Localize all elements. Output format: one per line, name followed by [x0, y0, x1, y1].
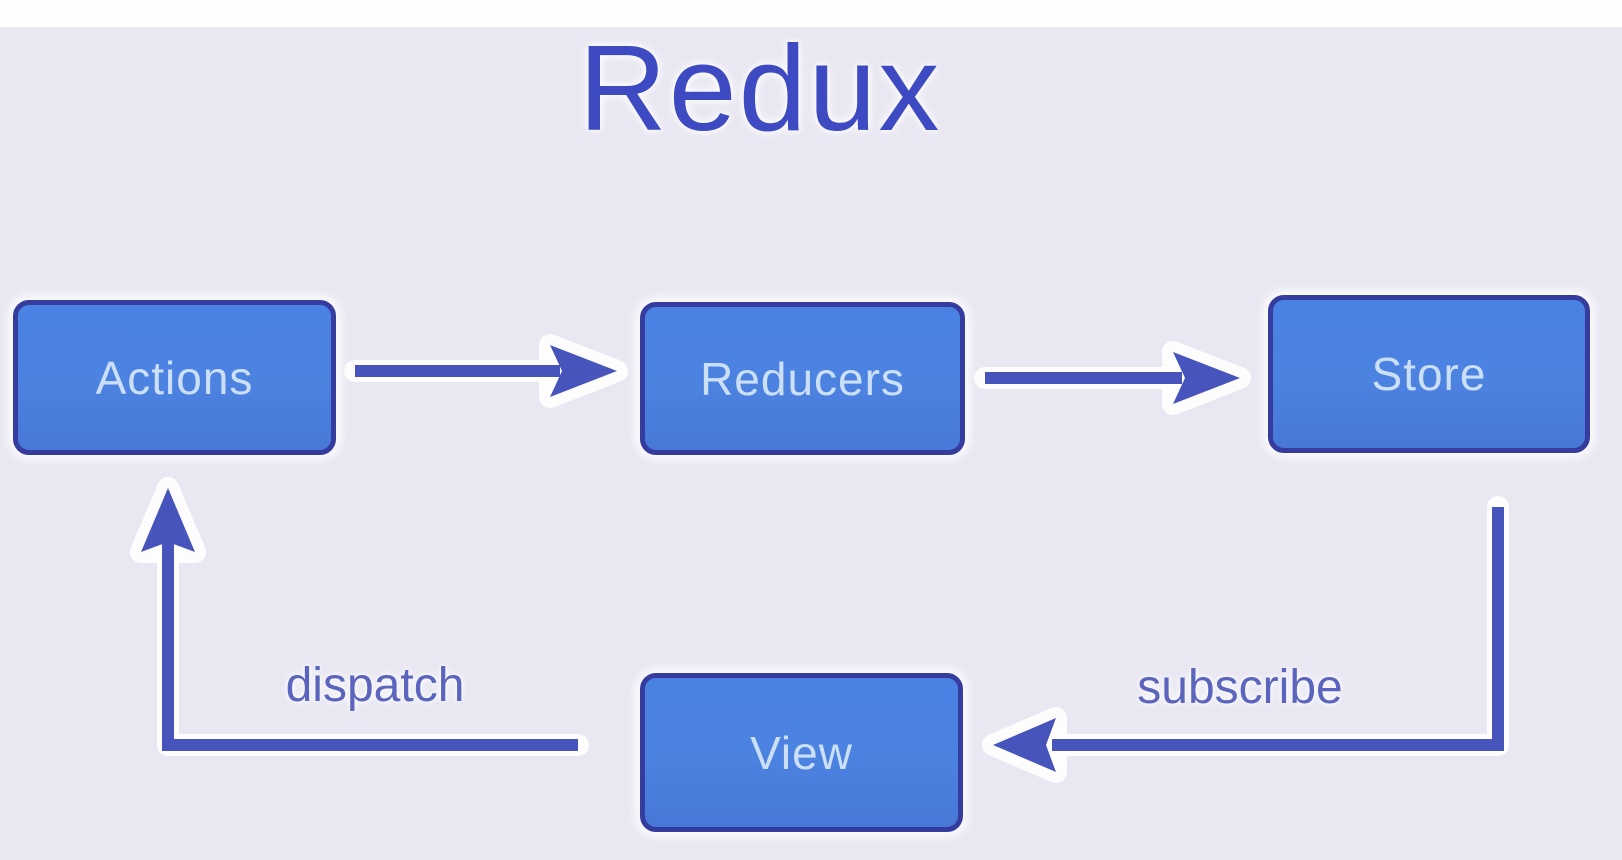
edge-label-subscribe: subscribe: [1137, 661, 1343, 714]
diagram-title: Redux: [578, 20, 942, 156]
node-reducers: Reducers: [640, 302, 965, 455]
arrowhead-left-icon: [993, 718, 1056, 772]
node-store: Store: [1268, 295, 1590, 453]
node-store-label: Store: [1371, 348, 1487, 400]
node-view-label: View: [750, 726, 853, 779]
node-reducers-label: Reducers: [700, 352, 905, 405]
arrow-view-to-actions-halo: [157, 534, 589, 756]
node-view: View: [640, 673, 963, 832]
edge-label-dispatch: dispatch: [285, 659, 465, 712]
arrow-view-to-actions: [162, 542, 578, 751]
arrowhead-up-icon: [141, 488, 195, 552]
node-actions-label: Actions: [95, 351, 254, 404]
arrowhead-right-icon: [550, 345, 617, 397]
node-actions: Actions: [13, 300, 336, 455]
arrow-store-to-view: [1052, 507, 1504, 751]
arrowhead-right-icon: [1173, 352, 1240, 404]
